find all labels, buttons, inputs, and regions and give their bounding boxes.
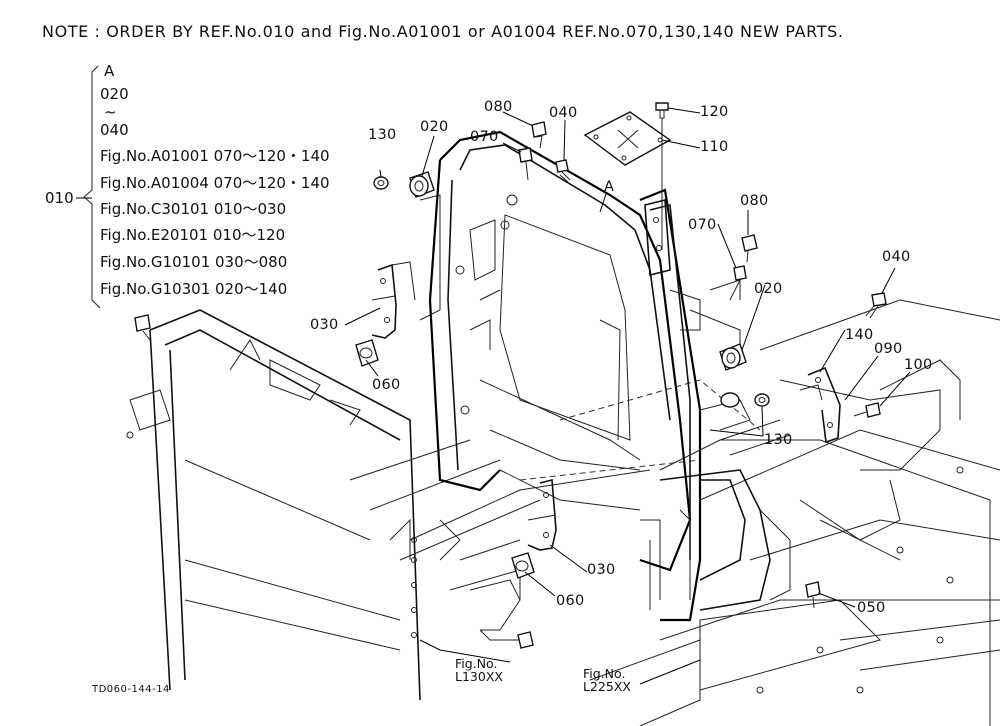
callout-020-top: 020 [420,119,449,135]
leader-lines [76,107,911,685]
figref-l225xx-line1: Fig.No. [583,666,626,681]
legend-brace [83,65,101,309]
callout-030-bottom: 030 [587,562,616,578]
figref-l130xx-line2: L130XX [455,669,503,685]
callout-140: 140 [845,327,874,343]
bush-130-right-drawing [754,393,770,407]
bush-130-top-drawing [373,176,389,190]
callout-040-right: 040 [882,249,911,265]
mount-060-left-drawing [355,339,379,367]
legend-line-020: 020 [100,85,129,103]
right-pillar-drawing [639,188,791,622]
bracket-vertical-drawing [644,198,671,277]
collar-020-top-drawing [409,171,435,198]
legend-line-a01001: Fig.No.A01001 070～120・140 [100,147,330,165]
callout-130-right: 130 [764,432,793,448]
legend-line-e20101: Fig.No.E20101 010～120 [100,226,286,244]
callout-060-left: 060 [372,377,401,393]
figref-l130xx: Fig.No. L130XX [455,657,503,683]
cab-frame-drawing [589,299,1000,726]
figref-l225xx: Fig.No. L225XX [583,667,631,693]
drawing-id: TD060-144-14 [92,684,170,695]
bolt-080-right-drawing [733,234,758,300]
callout-130-top: 130 [368,127,397,143]
callout-080-top: 080 [484,99,513,115]
legend-line-g10101: Fig.No.G10101 030～080 [100,253,288,271]
bolt-040-top-drawing [555,159,571,183]
callout-070-top: 070 [470,129,499,145]
bolt-080-top-drawing [518,121,547,181]
bracket-030-left-drawing [371,261,416,339]
callout-a: A [604,179,615,195]
figref-l130xx-line1: Fig.No. [455,656,498,671]
legend-line-a: A [104,62,115,80]
plate-110-drawing [583,111,672,166]
callout-080-right: 080 [740,193,769,209]
collar-020-right-drawing [719,343,747,371]
center-panel-drawing [419,130,761,572]
callout-040-top: 040 [549,105,578,121]
bolt-100-drawing [853,402,881,418]
callout-070-right: 070 [688,217,717,233]
mount-060-bottom-drawing [511,552,535,579]
callout-120: 120 [700,104,729,120]
bolt-left-drawing [134,314,151,341]
legend-line-tilde: ~ [104,103,117,121]
callout-060-bottom: 060 [556,593,585,609]
figref-l225xx-line2: L225XX [583,679,631,695]
bracket-140-drawing [799,366,841,444]
order-note: NOTE : ORDER BY REF.No.010 and Fig.No.A0… [42,22,844,41]
callout-030-left: 030 [310,317,339,333]
bolt-bottom-drawing [517,631,534,649]
legend-line-g10301: Fig.No.G10301 020～140 [100,280,288,298]
callout-090: 090 [874,341,903,357]
callout-050: 050 [857,600,886,616]
callout-110: 110 [700,139,729,155]
legend-line-a01004: Fig.No.A01004 070～120・140 [100,174,330,192]
callout-020-right: 020 [754,281,783,297]
legend-line-040: 040 [100,121,129,139]
legend-ref-010: 010 [45,189,74,207]
bracket-030-bottom-drawing [527,478,557,551]
legend-line-c30101: Fig.No.C30101 010～030 [100,200,287,218]
callout-100: 100 [904,357,933,373]
left-frame-drawing [126,309,651,701]
bolt-040-right-drawing [865,292,887,319]
knob-drawing [720,392,740,408]
